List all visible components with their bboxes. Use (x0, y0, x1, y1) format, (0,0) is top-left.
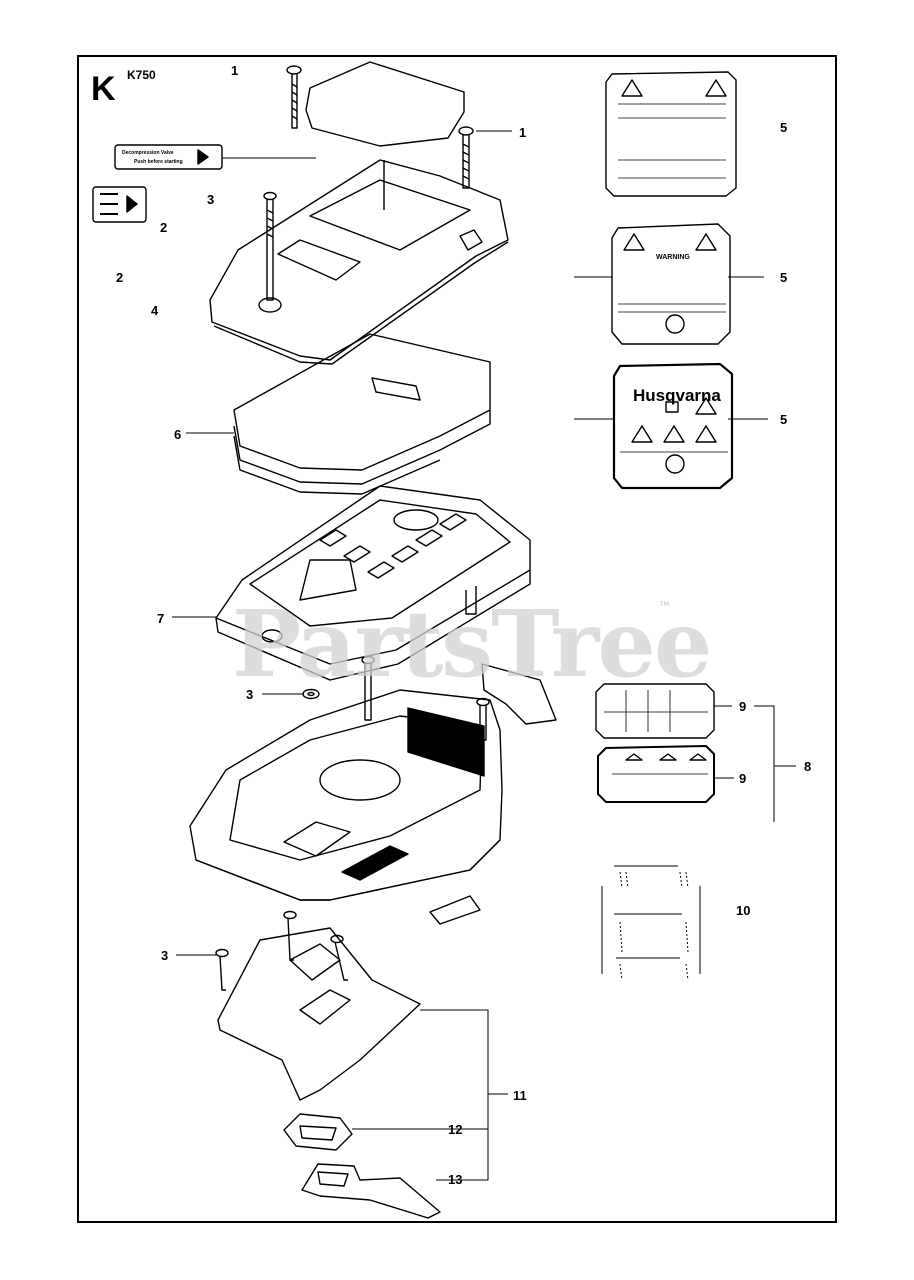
callout-1-right: 1 (519, 125, 527, 140)
lower-housing (189, 663, 557, 925)
brand-logo-text: Husqvarna (633, 386, 721, 405)
callout-12: 12 (448, 1122, 463, 1137)
screw-part-1-left (286, 65, 302, 129)
decal-part-9-lower (597, 745, 715, 803)
callout-5-bottom: 5 (780, 412, 788, 427)
screw-part-3-middle (361, 655, 375, 721)
decal-text-push: Push before starting (134, 159, 183, 165)
decal-text-warning: WARNING (656, 254, 690, 261)
callout-11: 11 (513, 1088, 527, 1103)
callout-9-lower: 9 (739, 771, 747, 786)
decal-part-9-upper (595, 683, 715, 739)
callout-1-top: 1 (231, 63, 239, 78)
watermark: PartsTree (232, 590, 712, 698)
watermark-trademark: ™ (659, 600, 670, 612)
cover-part-13 (301, 1163, 441, 1219)
callout-10: 10 (736, 903, 751, 918)
label-part-5-warning (611, 223, 731, 345)
small-decal-part-2 (92, 186, 147, 223)
callout-6: 6 (174, 427, 182, 442)
leader-lines (172, 130, 796, 1181)
callout-7: 7 (157, 611, 165, 626)
cylinder-cover-part-4 (209, 159, 509, 365)
callout-2-upper: 2 (160, 220, 168, 235)
callout-3-bottom: 3 (161, 948, 169, 963)
screw-part-1-right (458, 126, 474, 189)
label-part-5-japanese (605, 71, 737, 197)
callout-3-top: 3 (207, 192, 215, 207)
callout-13: 13 (448, 1172, 463, 1187)
decompression-decal (114, 144, 223, 170)
bottom-cover-part-11 (215, 910, 421, 1101)
callout-3-middle: 3 (246, 687, 254, 702)
screw-part-3-cover (263, 191, 277, 301)
callout-2-lower: 2 (116, 270, 124, 285)
section-letter: K (91, 70, 116, 108)
label-part-5-husqvarna (612, 362, 734, 490)
callout-5-middle: 5 (780, 270, 788, 285)
label-set-part-10 (601, 865, 701, 981)
decal-text-decompression: Decompression Valve (122, 150, 174, 156)
top-filter-plate (305, 61, 465, 147)
callout-9-upper: 9 (739, 699, 747, 714)
callout-5-top: 5 (780, 120, 788, 135)
grip-part-12 (283, 1113, 353, 1151)
callout-8: 8 (804, 759, 812, 774)
diagram-frame (77, 55, 837, 1223)
callout-4: 4 (151, 303, 159, 318)
model-label: K750 (127, 68, 156, 82)
filter-housing-part-7 (215, 485, 531, 681)
foam-filter-part-6 (233, 333, 491, 495)
